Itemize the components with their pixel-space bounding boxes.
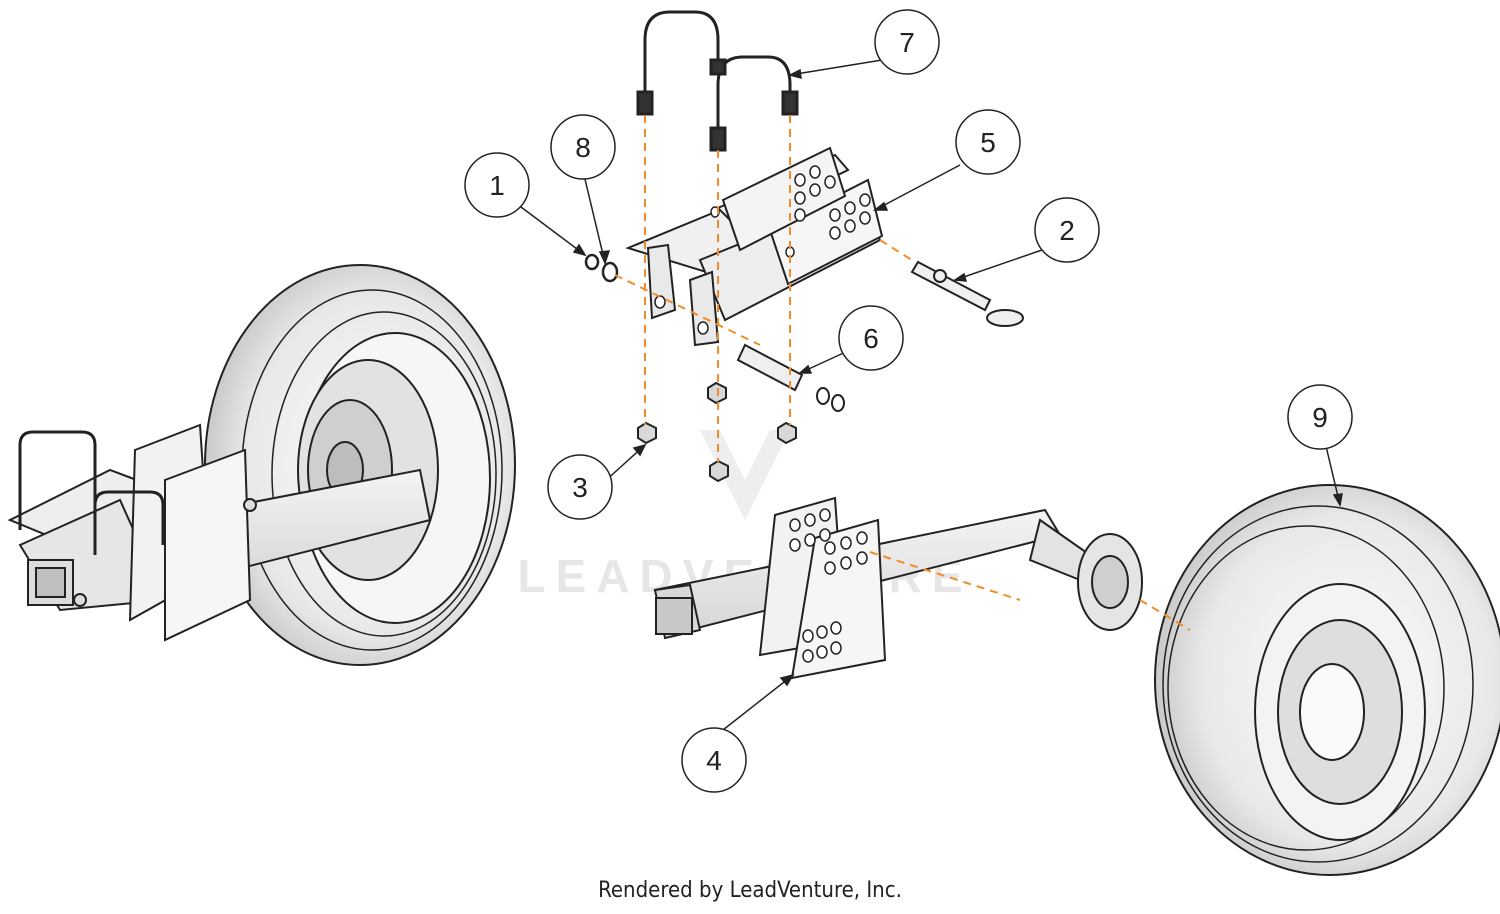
wheel-right [1154, 484, 1500, 876]
svg-text:7: 7 [899, 27, 915, 58]
u-bolts [636, 10, 799, 152]
assembly-guide-lines [614, 115, 1191, 631]
svg-text:3: 3 [572, 472, 588, 503]
axle-plate-holes [789, 508, 868, 663]
callouts: 1 2 3 4 5 6 7 8 9 [464, 9, 1353, 793]
callout-9[interactable]: 9 [1287, 384, 1353, 450]
svg-text:5: 5 [980, 127, 996, 158]
callout-7[interactable]: 7 [874, 9, 940, 75]
axle-arm [653, 496, 1143, 680]
washers [584, 253, 619, 283]
hitch-pin [910, 260, 1024, 327]
cross-pin [736, 343, 845, 412]
svg-text:9: 9 [1312, 402, 1328, 433]
svg-text:2: 2 [1059, 215, 1075, 246]
svg-text:1: 1 [489, 170, 505, 201]
callout-1[interactable]: 1 [464, 152, 530, 218]
footer-credit: Rendered by LeadVenture, Inc. [598, 878, 902, 903]
leader-lines [516, 59, 1343, 738]
svg-text:6: 6 [863, 323, 879, 354]
hitch-bracket [625, 146, 884, 347]
callout-8[interactable]: 8 [550, 114, 616, 180]
callout-5[interactable]: 5 [955, 109, 1021, 175]
callout-4[interactable]: 4 [681, 727, 747, 793]
svg-text:4: 4 [706, 745, 722, 776]
callout-2[interactable]: 2 [1034, 197, 1100, 263]
bracket-holes [654, 165, 871, 335]
callout-3[interactable]: 3 [547, 454, 613, 520]
svg-text:8: 8 [575, 132, 591, 163]
assembled-wheel-left [7, 264, 516, 666]
callout-6[interactable]: 6 [838, 305, 904, 371]
